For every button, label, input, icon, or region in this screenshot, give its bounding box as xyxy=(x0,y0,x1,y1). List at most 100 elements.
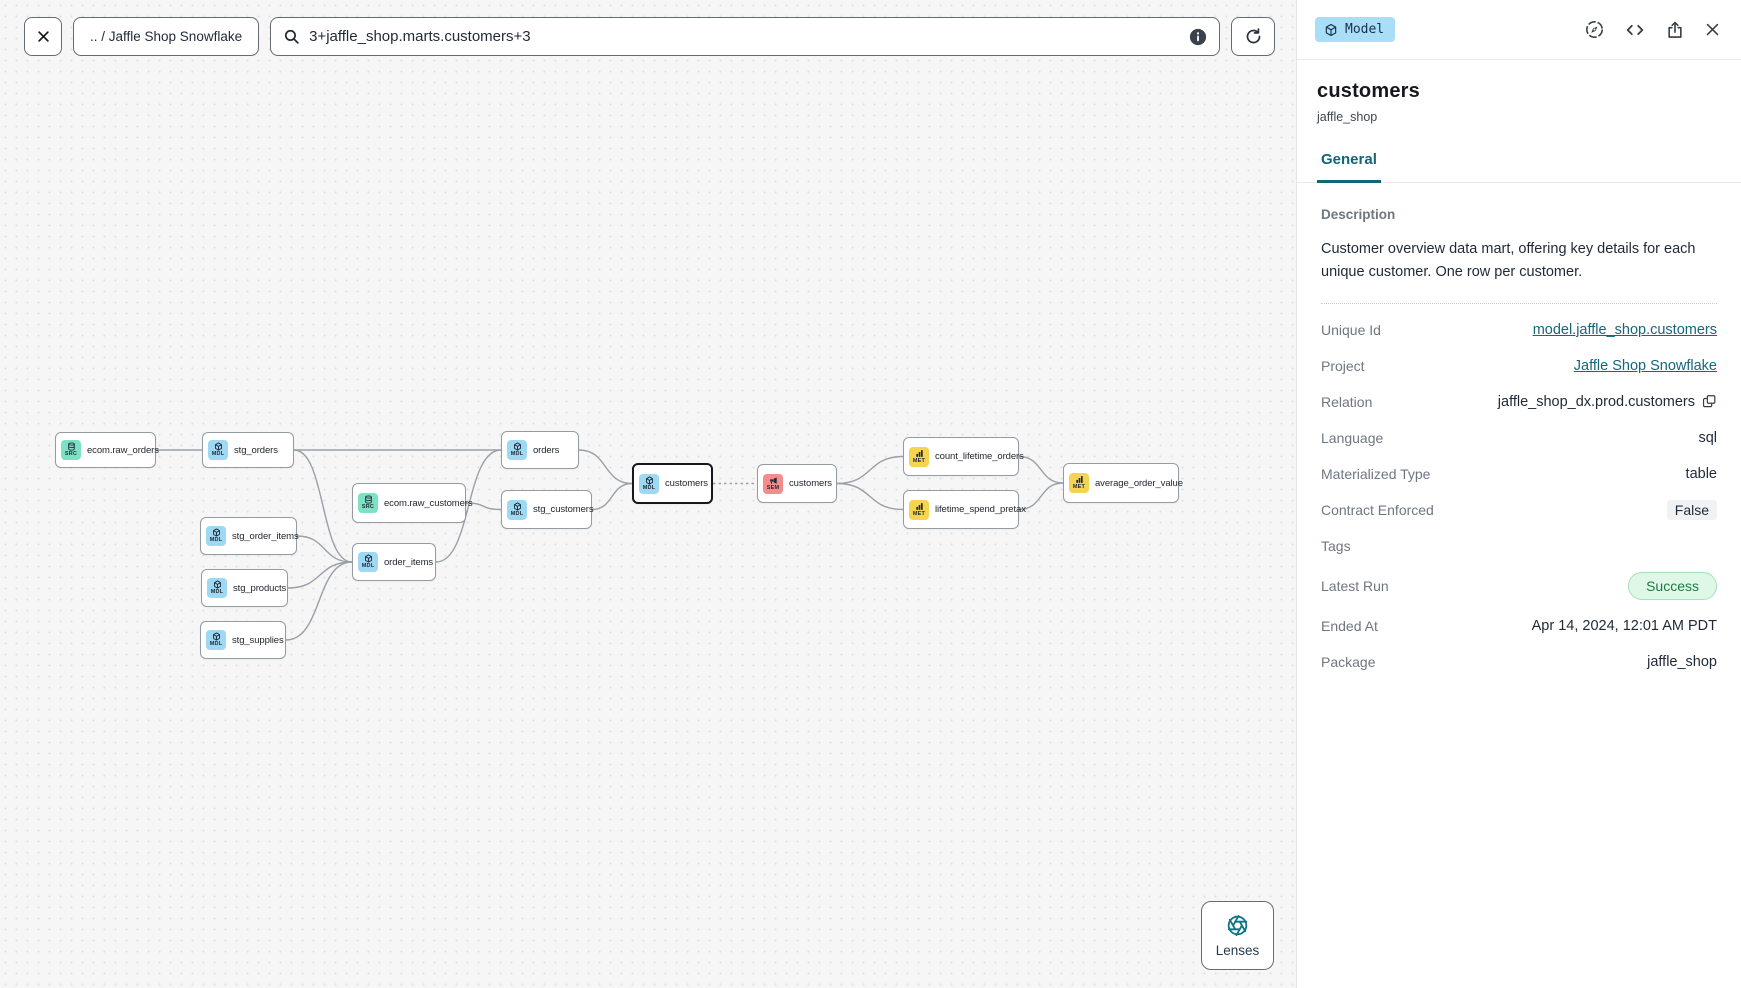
selector-search-input[interactable] xyxy=(309,28,1180,45)
metric-icon: MET xyxy=(909,446,929,467)
graph-node-average-order-value[interactable]: MET average_order_value xyxy=(1063,463,1183,503)
explore-compass-icon[interactable] xyxy=(1584,19,1605,40)
field-materialized-type: Materialized Type table xyxy=(1321,456,1717,492)
field-label: Ended At xyxy=(1321,617,1378,634)
node-label: ecom.raw_orders xyxy=(87,444,159,456)
field-label: Language xyxy=(1321,429,1384,446)
model-icon: MDL xyxy=(208,440,228,460)
lenses-aperture-icon xyxy=(1226,914,1249,937)
graph-node-ecom-raw-orders[interactable]: SRC ecom.raw_orders xyxy=(55,432,159,468)
model-icon: MDL xyxy=(507,440,527,460)
model-icon: MDL xyxy=(358,552,378,572)
field-unique-id: Unique Id model.jaffle_shop.customers xyxy=(1321,312,1717,348)
info-icon[interactable] xyxy=(1189,28,1207,46)
graph-node-stg-orders[interactable]: MDL stg_orders xyxy=(202,432,294,468)
model-cube-icon xyxy=(1324,23,1338,37)
source-icon: SRC xyxy=(61,440,81,460)
graph-node-lifetime-spend-pretax[interactable]: MET lifetime_spend_pretax xyxy=(903,490,1026,529)
field-package: Package jaffle_shop xyxy=(1321,644,1717,680)
resource-type-badge: Model xyxy=(1315,17,1396,42)
field-relation: Relation jaffle_shop_dx.prod.customers xyxy=(1321,384,1717,420)
edge-lifetime-spend-pretax-to-average-order-value xyxy=(1018,482,1064,511)
node-label: customers xyxy=(789,478,832,489)
edge-customers-semantic-to-count-lifetime-orders xyxy=(836,455,904,485)
close-icon xyxy=(36,29,51,44)
field-label: Latest Run xyxy=(1321,577,1389,594)
status-badge: Success xyxy=(1628,571,1717,600)
divider xyxy=(1321,302,1717,304)
refresh-icon xyxy=(1244,27,1263,46)
field-ended-at: Ended At Apr 14, 2024, 12:01 AM PDT xyxy=(1321,608,1717,644)
lenses-button[interactable]: Lenses xyxy=(1201,901,1274,970)
edge-layer xyxy=(155,449,1064,641)
panel-header: Model xyxy=(1297,0,1741,60)
edge-orders-to-customers xyxy=(578,449,633,485)
field-label: Relation xyxy=(1321,393,1373,410)
refresh-button[interactable] xyxy=(1231,17,1275,56)
unique-id-link[interactable]: model.jaffle_shop.customers xyxy=(1532,321,1717,338)
field-tags: Tags xyxy=(1321,528,1717,564)
field-list: Unique Id model.jaffle_shop.customers Pr… xyxy=(1321,312,1717,680)
close-lineage-button[interactable] xyxy=(24,17,62,56)
graph-node-stg-supplies[interactable]: MDL stg_supplies xyxy=(200,621,286,659)
edge-stg-order-items-to-order-items xyxy=(296,535,353,563)
node-label: count_lifetime_orders xyxy=(935,451,1024,462)
panel-tabs: General xyxy=(1297,151,1741,183)
node-label: ecom.raw_customers xyxy=(384,497,473,509)
model-icon: MDL xyxy=(206,630,226,650)
model-icon: MDL xyxy=(207,578,227,598)
node-label: stg_customers xyxy=(533,504,594,515)
node-label: average_order_value xyxy=(1095,477,1183,489)
node-label: orders xyxy=(533,444,560,456)
field-label: Unique Id xyxy=(1321,321,1381,338)
package-subtitle: jaffle_shop xyxy=(1317,110,1378,124)
edge-ecom-raw-customers-to-stg-customers xyxy=(465,502,502,511)
field-label: Contract Enforced xyxy=(1321,501,1434,518)
graph-node-ecom-raw-customers[interactable]: SRC ecom.raw_customers xyxy=(352,483,473,523)
share-icon[interactable] xyxy=(1665,20,1685,40)
tab-general[interactable]: General xyxy=(1317,151,1381,183)
field-label: Package xyxy=(1321,653,1376,670)
metric-icon: MET xyxy=(1069,473,1089,493)
graph-node-order-items[interactable]: MDL order_items xyxy=(352,543,436,581)
code-icon[interactable] xyxy=(1624,19,1646,41)
edge-count-lifetime-orders-to-average-order-value xyxy=(1018,455,1064,484)
node-label: order_items xyxy=(384,556,434,568)
lineage-search-box xyxy=(270,17,1220,56)
edge-order-items-to-orders xyxy=(435,449,502,563)
model-icon: MDL xyxy=(206,526,226,546)
node-label: lifetime_spend_pretax xyxy=(935,504,1026,515)
panel-header-actions xyxy=(1584,19,1721,41)
lineage-topbar: .. / Jaffle Shop Snowflake xyxy=(24,17,1275,56)
lenses-label: Lenses xyxy=(1215,942,1260,958)
edge-stg-products-to-order-items xyxy=(287,561,353,589)
edge-customers-semantic-to-lifetime-spend-pretax xyxy=(836,482,904,511)
package-value: jaffle_shop xyxy=(1647,653,1717,670)
node-label: stg_supplies xyxy=(232,634,284,646)
field-project: Project Jaffle Shop Snowflake xyxy=(1321,348,1717,384)
graph-node-orders[interactable]: MDL orders xyxy=(501,431,579,469)
graph-node-count-lifetime-orders[interactable]: MET count_lifetime_orders xyxy=(903,437,1024,476)
semantic-model-icon: SEM xyxy=(763,473,783,494)
details-panel: Model customers jaffle_shop General xyxy=(1296,0,1741,988)
source-icon: SRC xyxy=(358,493,378,513)
page-title: customers xyxy=(1317,80,1420,102)
field-language: Language sql xyxy=(1321,420,1717,456)
copy-icon[interactable] xyxy=(1702,394,1717,409)
resource-type-label: Model xyxy=(1345,22,1385,37)
edge-stg-supplies-to-order-items xyxy=(285,561,353,641)
breadcrumb[interactable]: .. / Jaffle Shop Snowflake xyxy=(73,17,260,56)
node-label: stg_orders xyxy=(234,444,278,456)
metric-icon: MET xyxy=(909,499,929,520)
search-icon xyxy=(283,28,300,45)
close-panel-icon[interactable] xyxy=(1704,21,1721,38)
graph-node-customers-semantic[interactable]: SEM customers xyxy=(757,464,837,503)
materialized-type-value: table xyxy=(1685,465,1717,482)
project-link[interactable]: Jaffle Shop Snowflake xyxy=(1573,357,1717,374)
breadcrumb-label: .. / Jaffle Shop Snowflake xyxy=(90,29,243,44)
